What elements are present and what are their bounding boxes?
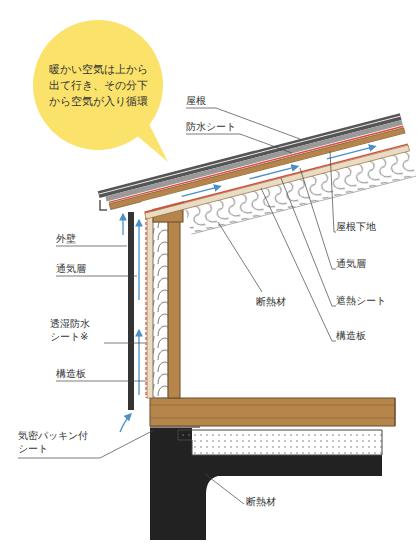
part-label: 屋根 bbox=[186, 95, 206, 108]
exterior-wall bbox=[128, 212, 134, 410]
wall-stud bbox=[168, 212, 180, 398]
bubble-text: 暖かい空気は上から 出て行き、その分下 から空気が入り循環 bbox=[48, 61, 148, 110]
speech-bubble: 暖かい空気は上から 出て行き、その分下 から空気が入り循環 bbox=[33, 20, 163, 150]
part-label: 遮熱シート bbox=[336, 295, 386, 308]
floor-beam bbox=[150, 398, 395, 426]
part-label: 断熱材 bbox=[256, 296, 286, 309]
part-label: 構造板 bbox=[336, 330, 366, 343]
breather-sheet bbox=[145, 212, 146, 398]
part-label: 防水シート bbox=[186, 121, 236, 134]
part-label: 構造板 bbox=[56, 368, 86, 381]
wall-insulation bbox=[153, 222, 168, 398]
foundation bbox=[150, 428, 382, 540]
part-label: 透湿防水 シート※ bbox=[50, 318, 102, 343]
part-label: 通気層 bbox=[336, 258, 366, 271]
part-label: 気密パッキン付 シート bbox=[18, 430, 94, 455]
part-label: 通気層 bbox=[56, 263, 86, 276]
wall-board bbox=[147, 212, 153, 398]
foundation-insulation bbox=[178, 430, 382, 455]
part-label: 屋根下地 bbox=[336, 221, 376, 234]
roof-layers bbox=[98, 113, 416, 254]
wall-vent-layer bbox=[134, 212, 144, 402]
leader-lines bbox=[18, 108, 336, 504]
part-label: 断熱材 bbox=[246, 496, 276, 509]
part-label: 外壁 bbox=[56, 233, 76, 246]
